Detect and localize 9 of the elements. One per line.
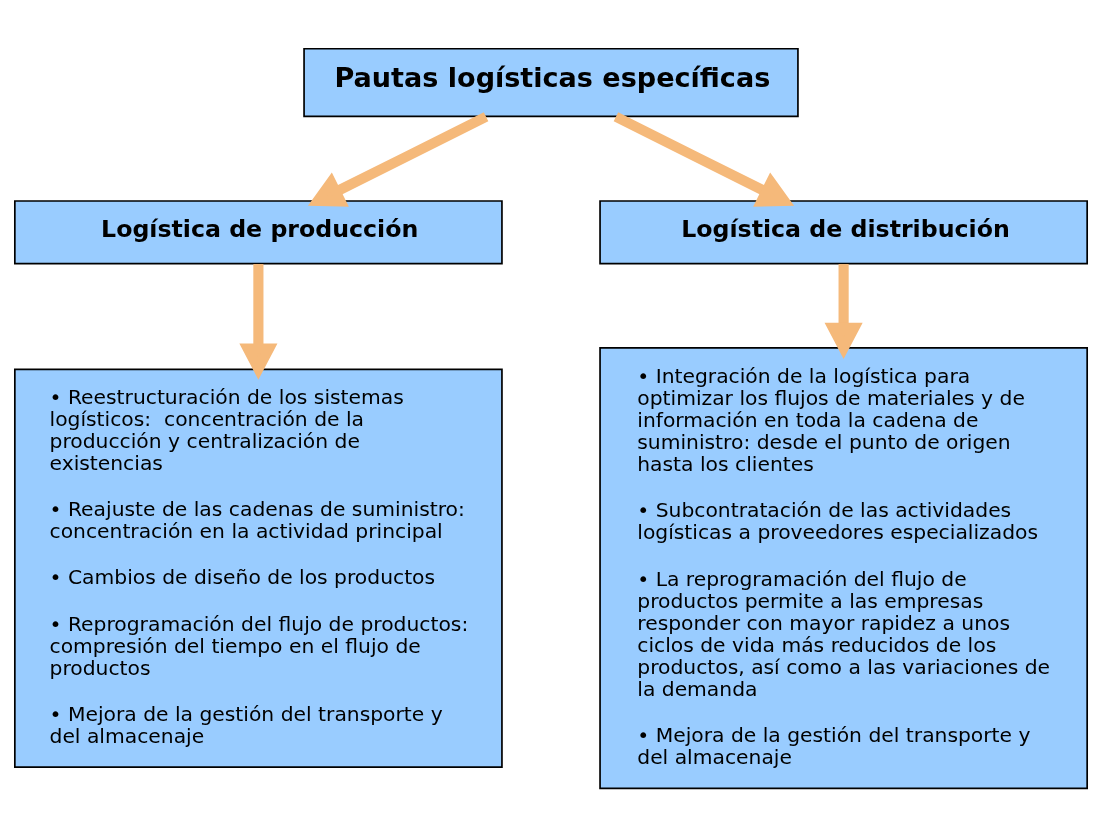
- node-box: Logística de producción: [14, 200, 503, 265]
- node-box: Pautas logísticas específicas: [303, 47, 799, 118]
- node-box: • Reestructuración de los sistemas logísticos: concentración de la producción y centralización de existencias • Reajuste de las cadenas de suministro: concentración en la actividad principal • Cambios de diseño de los productos • Reprogramación del flujo de productos: compresión del tiempo en el flujo de productos • Mejora de la gestión del transporte y del almacenaje: [14, 368, 503, 768]
- arrow: [613, 112, 795, 207]
- node-box: • Integración de la logística para optimizar los flujos de materiales y de información en toda la cadena de suministro: desde el punto de origen hasta los clientes • Subcontratación de las actividades logísticas a proveedores especializados • La reprogramación del flujo de productos permite a las empresas responder con mayor rapidez a unos ciclos de vida más reducidos de los productos, así como a las variaciones de la demanda • Mejora de la gestión del transporte y del almacenaje: [599, 347, 1088, 790]
- arrow: [824, 264, 863, 360]
- arrow: [307, 112, 489, 207]
- node-box: Logística de distribución: [599, 200, 1088, 265]
- arrow: [239, 264, 278, 380]
